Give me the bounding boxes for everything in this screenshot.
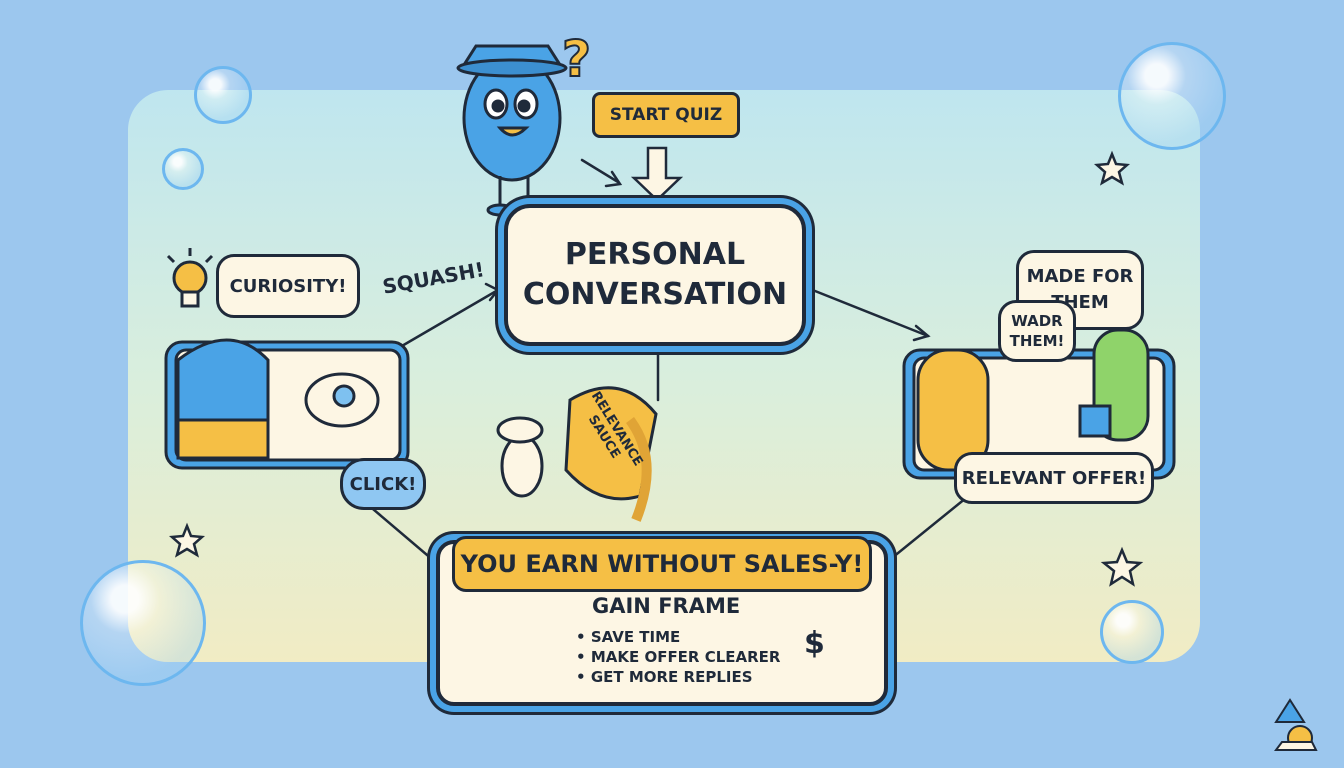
bubble-decoration xyxy=(80,560,206,686)
earn-title-label: YOU EARN WITHOUT SALES-Y! xyxy=(460,550,864,578)
benefit-text: MAKE OFFER CLEARER xyxy=(590,648,781,666)
bubble-decoration xyxy=(194,66,252,124)
benefit-item: • SAVE TIME xyxy=(576,628,681,646)
benefits-list: • SAVE TIME • MAKE OFFER CLEARER • GET M… xyxy=(576,626,780,688)
question-mark: ? xyxy=(561,29,592,89)
benefit-item: • GET MORE REPLIES xyxy=(576,668,753,686)
click-speech-bubble: CLICK! xyxy=(340,458,426,510)
curiosity-speech-bubble: CURIOSITY! xyxy=(216,254,360,318)
dollar-symbol: $ xyxy=(804,626,825,661)
wadr-them-label: WADR THEM! xyxy=(1009,312,1065,350)
wadr-them-speech-bubble: WADR THEM! xyxy=(998,300,1076,362)
relevant-offer-label: RELEVANT OFFER! xyxy=(961,467,1147,489)
gain-frame-label: GAIN FRAME xyxy=(592,594,741,618)
personal-conversation-box: PERSONAL CONVERSATION xyxy=(504,204,806,346)
benefit-item: • MAKE OFFER CLEARER xyxy=(576,648,781,666)
curiosity-label: CURIOSITY! xyxy=(229,275,347,297)
click-label: CLICK! xyxy=(349,473,417,495)
start-quiz-button[interactable]: START QUIZ xyxy=(592,92,740,138)
personal-conversation-title: PERSONAL CONVERSATION xyxy=(522,237,788,312)
earn-title-banner: YOU EARN WITHOUT SALES-Y! xyxy=(452,536,872,592)
relevant-offer-speech-bubble: RELEVANT OFFER! xyxy=(954,452,1154,504)
bubble-decoration xyxy=(1100,600,1164,664)
benefit-text: SAVE TIME xyxy=(590,628,681,646)
benefit-text: GET MORE REPLIES xyxy=(590,668,753,686)
bubble-decoration xyxy=(1118,42,1226,150)
start-quiz-label: START QUIZ xyxy=(609,105,723,125)
bubble-decoration xyxy=(162,148,204,190)
